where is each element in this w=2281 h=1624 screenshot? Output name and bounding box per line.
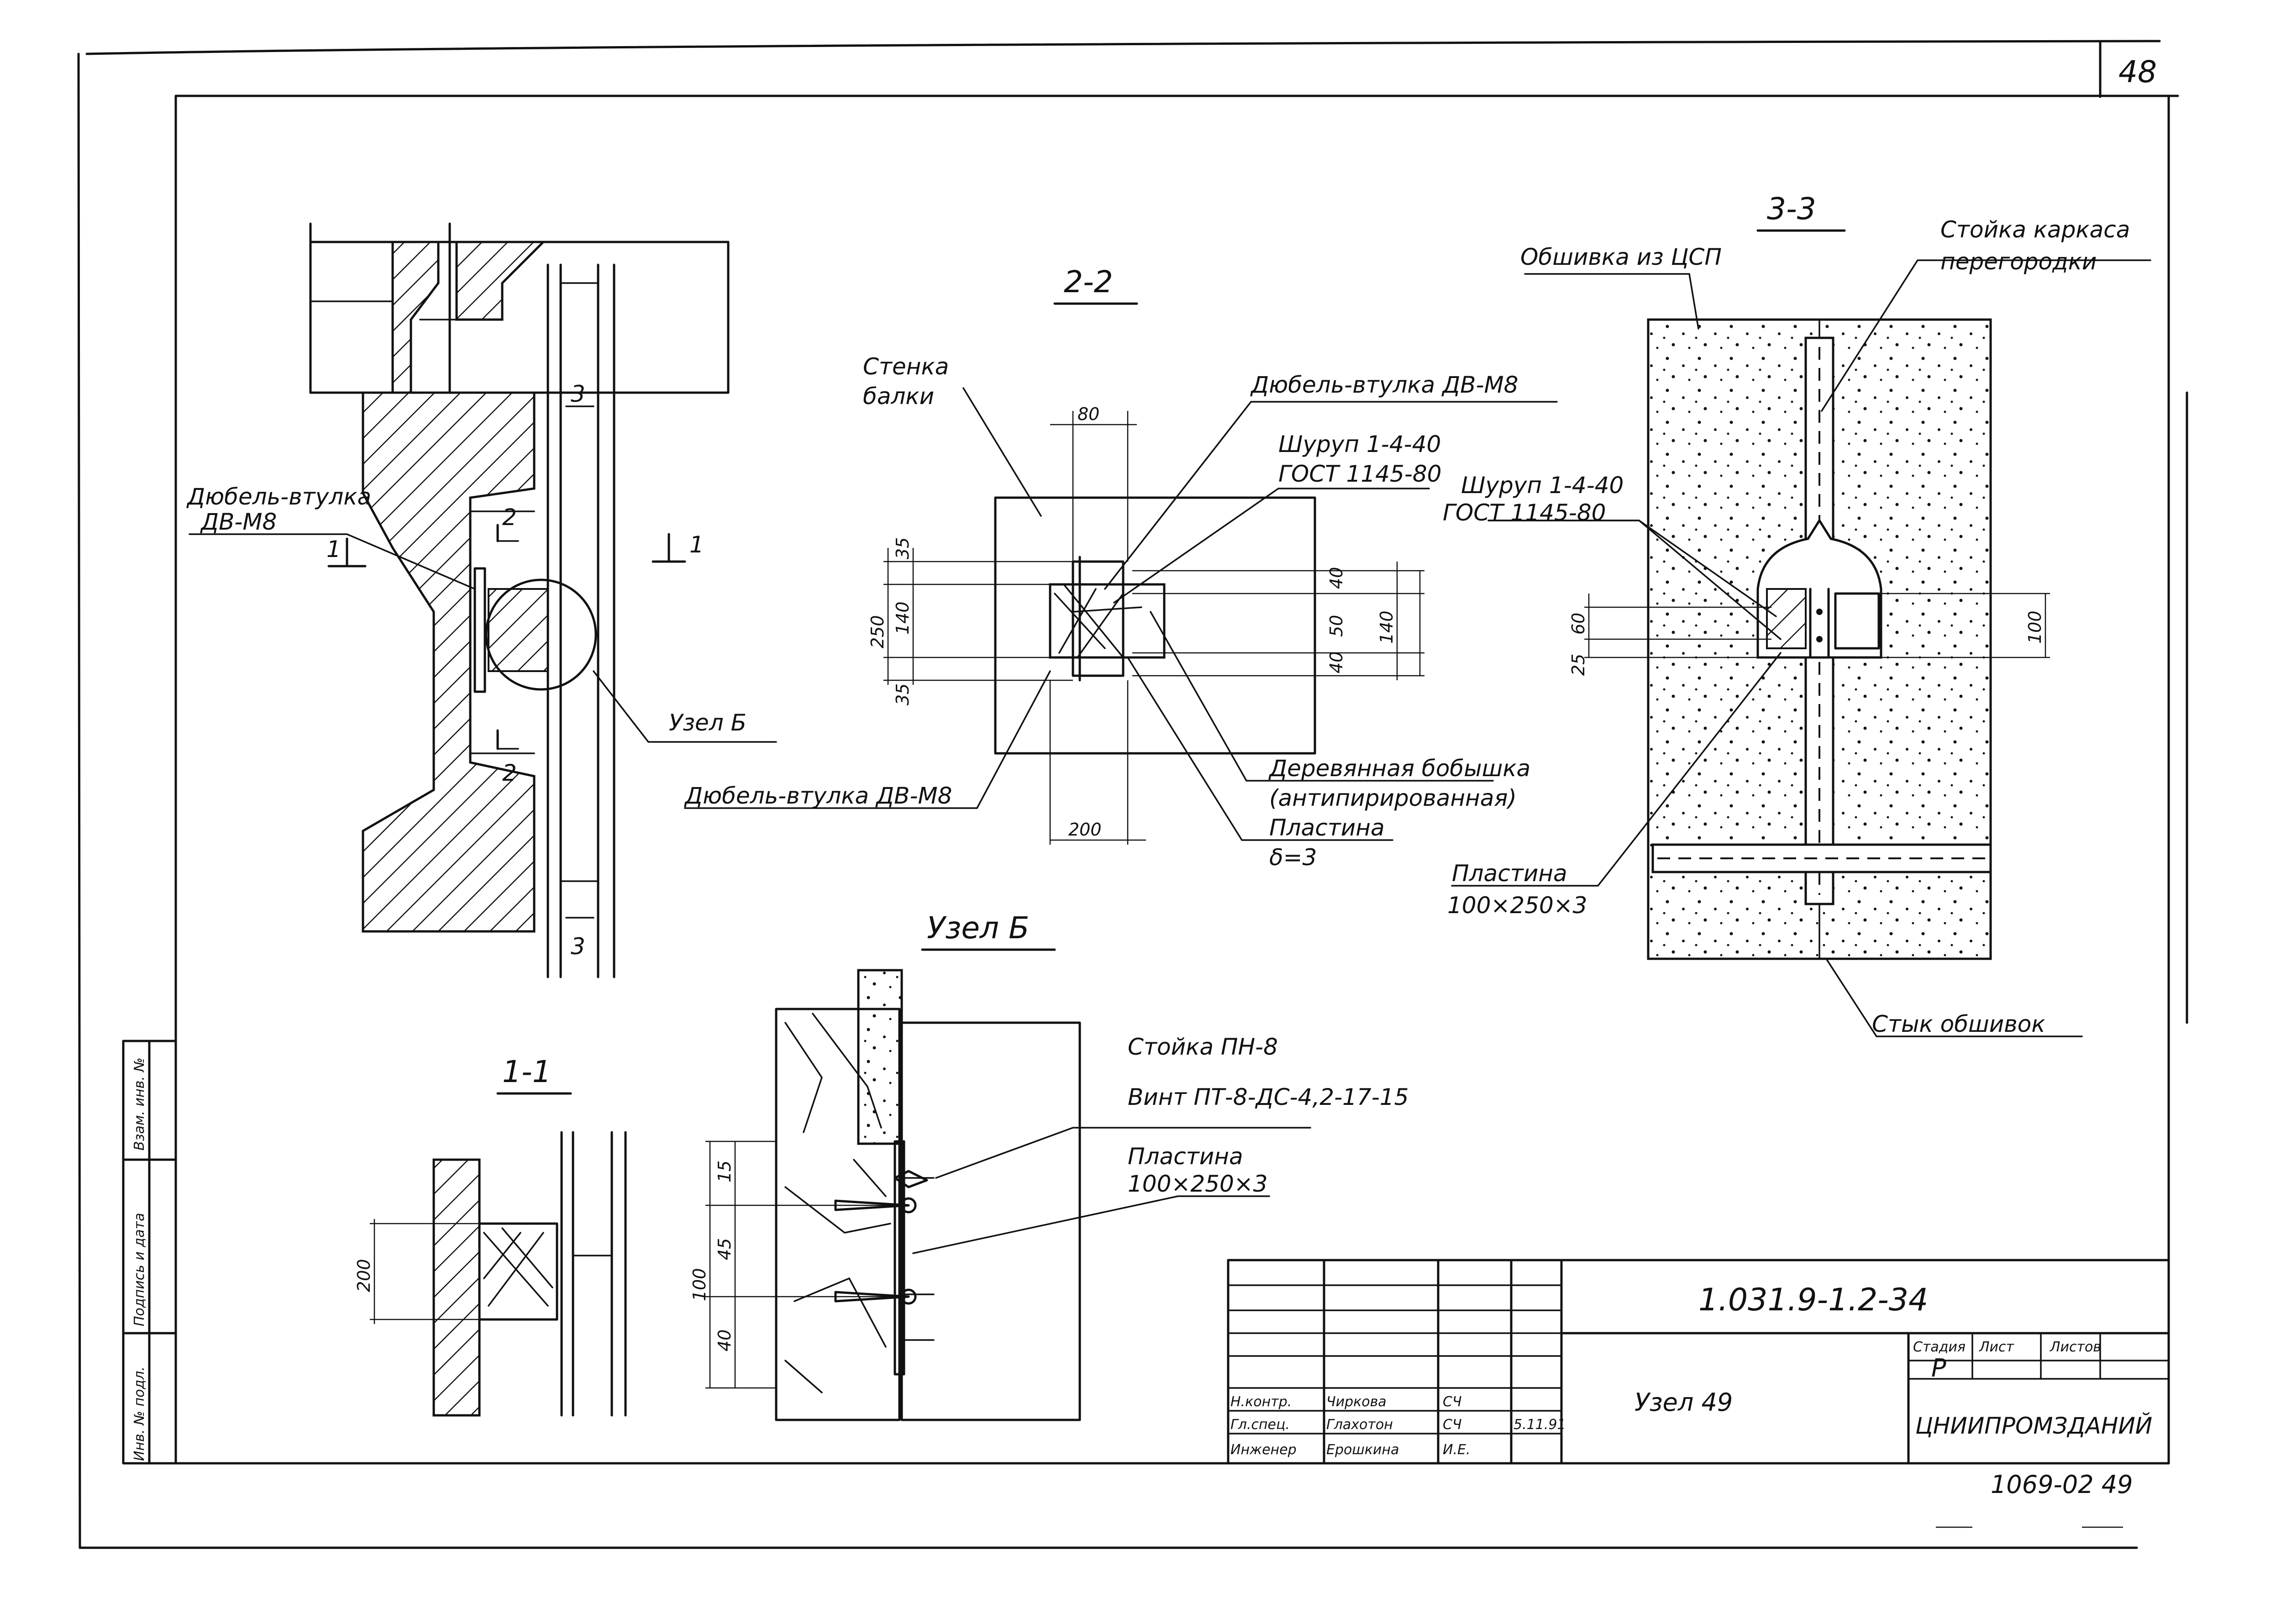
tb-row2-sign: СЧ	[1443, 1417, 1462, 1433]
dim-80: 80	[1077, 404, 1099, 424]
label-screw-3-3-2: ГОСТ 1145-80	[1443, 499, 1606, 526]
label-plate-2-2-2: δ=3	[1269, 844, 1317, 871]
section-3-3	[1451, 229, 2151, 1037]
page-number: 48	[2118, 54, 2157, 89]
dim-40-top: 40	[1326, 567, 1346, 589]
tb-row3-name: Ерошкина	[1326, 1442, 1399, 1458]
label-plate-node-b-2: 100×250×3	[1128, 1171, 1267, 1197]
label-beam-wall-1: Стенка	[863, 353, 949, 380]
dim-200-section-1-1: 200	[354, 1259, 374, 1292]
label-beam-wall-2: балки	[863, 383, 934, 410]
label-screw-2-2-1: Шуруп 1-4-40	[1278, 431, 1441, 457]
dim-140-right: 140	[1377, 610, 1397, 644]
section-mark-3-bottom: 3	[571, 933, 585, 960]
section-mark-3-top: 3	[571, 381, 585, 407]
dim-40-bottom: 40	[1326, 652, 1346, 673]
label-partition-stud-1: Стойка каркаса	[1940, 216, 2130, 243]
label-node-b-ref: Узел Б	[669, 710, 746, 736]
sheet-frame	[77, 40, 2188, 1549]
node-b-detail	[705, 948, 1311, 1421]
drawing-code: 1.031.9-1.2-34	[1698, 1282, 1928, 1318]
label-plate-3-3-2: 100×250×3	[1447, 892, 1587, 919]
view-title-3-3: 3-3	[1767, 191, 1816, 226]
label-screw-3-3-1: Шуруп 1-4-40	[1461, 472, 1624, 499]
label-plate-node-b-1: Пластина	[1128, 1143, 1243, 1170]
tb-row1-name: Чиркова	[1326, 1394, 1387, 1410]
archive-number: 1069-02 49	[1991, 1470, 2133, 1499]
section-mark-2-bottom: 2	[502, 760, 517, 786]
view-title-node-b: Узел Б	[927, 910, 1029, 946]
dim-50: 50	[1326, 615, 1346, 637]
label-dowel-sleeve-top: Дюбель-втулка ДВ-М8	[1250, 372, 1518, 398]
dim-250: 250	[867, 615, 888, 648]
label-wooden-block-2: (антипирированная)	[1269, 785, 1517, 811]
section-2-2	[684, 302, 1558, 845]
stamp-signature-date: Подпись и дата	[131, 1213, 147, 1327]
tb-row2-name: Глахотон	[1326, 1417, 1393, 1433]
main-elevation: 1 1 2 2 3 3	[189, 222, 777, 978]
tb-row2-date: 5.11.91	[1514, 1417, 1566, 1433]
label-dowel-sleeve-left-1: Дюбель-втулка	[186, 484, 371, 510]
label-dowel-sleeve-left-2: ДВ-М8	[200, 509, 277, 535]
label-cladding: Обшивка из ЦСП	[1520, 244, 1722, 270]
tb-row1-role: Н.контр.	[1230, 1394, 1292, 1410]
margin-stamp: Инв. № подл. Подпись и дата Взам. инв. №	[122, 1040, 177, 1465]
label-plate-3-3-1: Пластина	[1452, 860, 1567, 887]
stamp-replace-no: Взам. инв. №	[131, 1057, 147, 1151]
dim-45: 45	[715, 1238, 735, 1260]
dim-35-top: 35	[893, 537, 913, 559]
label-cladding-joint: Стык обшивок	[1872, 1011, 2045, 1037]
dim-40-node-b: 40	[715, 1330, 735, 1351]
dim-35-bottom: 35	[893, 683, 913, 705]
title-block	[1227, 1259, 2170, 1465]
dim-15: 15	[715, 1161, 735, 1183]
section-mark-1-right: 1	[689, 531, 704, 558]
dim-200-section: 200	[1068, 820, 1102, 840]
stage-value: Р	[1931, 1354, 1946, 1382]
tb-row2-role: Гл.спец.	[1230, 1417, 1290, 1433]
section-mark-2-top: 2	[502, 504, 517, 531]
view-title-2-2: 2-2	[1064, 264, 1113, 300]
tb-row1-sign: СЧ	[1443, 1394, 1462, 1410]
label-screw-2-2-2: ГОСТ 1145-80	[1278, 461, 1441, 487]
label-dowel-sleeve-bottom: Дюбель-втулка ДВ-М8	[684, 783, 952, 809]
dim-60: 60	[1568, 613, 1588, 635]
label-stud-pn8: Стойка ПН-8	[1128, 1034, 1278, 1060]
organization: ЦНИИПРОМЗДАНИЙ	[1915, 1412, 2152, 1439]
stage-label: Стадия	[1913, 1339, 1966, 1355]
tb-row3-sign: И.Е.	[1443, 1442, 1470, 1458]
view-title-1-1: 1-1	[502, 1054, 552, 1089]
section-1-1	[370, 1092, 627, 1417]
label-screw-pt8: Винт ПТ-8-ДС-4,2-17-15	[1128, 1084, 1409, 1110]
tb-row3-role: Инженер	[1230, 1442, 1297, 1458]
label-plate-2-2-1: Пластина	[1269, 815, 1385, 841]
dim-140-left: 140	[893, 601, 913, 635]
stamp-inv-no: Инв. № подл.	[131, 1366, 147, 1461]
label-wooden-block-1: Деревянная бобышка	[1268, 755, 1530, 782]
sheets-label: Листов	[2050, 1339, 2101, 1355]
dim-100-section: 100	[2025, 610, 2045, 644]
dim-25: 25	[1568, 654, 1588, 676]
dim-100-node-b: 100	[689, 1268, 710, 1301]
section-mark-1-left: 1	[326, 536, 341, 562]
node-title: Узел 49	[1635, 1388, 1733, 1417]
label-partition-stud-2: перегородки	[1940, 248, 2097, 275]
sheet-label: Лист	[1979, 1339, 2015, 1355]
